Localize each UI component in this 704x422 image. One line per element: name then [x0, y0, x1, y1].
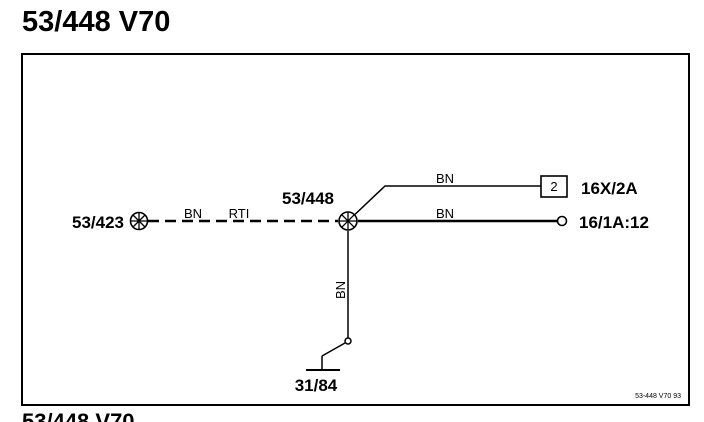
wire-label-bn-vertical: BN	[333, 281, 348, 299]
terminal-icon	[556, 215, 568, 227]
page-title: 53/448 V70	[22, 6, 171, 38]
label-16-1a-12: 16/1A:12	[579, 213, 649, 232]
wire-upper-right	[347, 185, 541, 222]
label-53-423: 53/423	[72, 213, 124, 232]
label-31-84: 31/84	[295, 376, 338, 395]
wire-label-rti: RTI	[229, 206, 250, 221]
label-16x-2a: 16X/2A	[581, 179, 638, 198]
label-53-448: 53/448	[282, 189, 334, 208]
next-section-title-text: 53/448 V70	[22, 410, 135, 422]
connector-box	[540, 175, 568, 198]
wire-label-bn-lower: BN	[436, 206, 454, 221]
switch-lever	[321, 342, 346, 357]
next-section-title: 53/448 V70	[22, 410, 135, 422]
splice-icon-left	[129, 211, 149, 231]
wire-label-bn-upper: BN	[436, 171, 454, 186]
reference-code: 53-448 V70 93	[635, 393, 681, 400]
switch-contact	[344, 337, 352, 345]
splice-icon-center	[338, 211, 358, 231]
wire-label-bn-left: BN	[184, 206, 202, 221]
diagram-border	[21, 53, 690, 406]
connector-box-number: 2	[550, 179, 557, 194]
